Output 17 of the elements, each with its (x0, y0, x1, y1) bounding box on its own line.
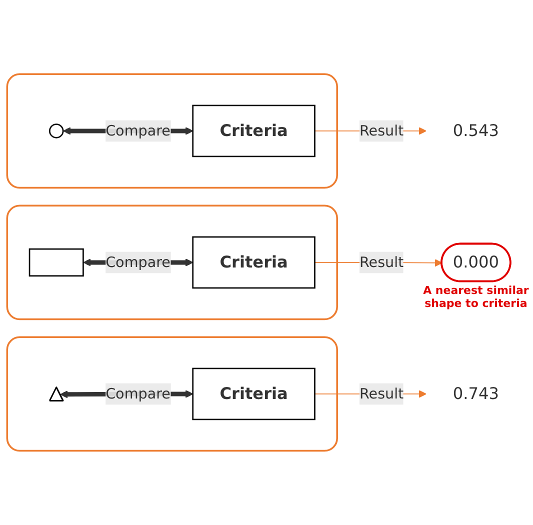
node-text: 0.743 (452, 384, 499, 404)
edge-label: Result (359, 122, 404, 140)
node-box: Criteria (192, 368, 316, 420)
node-text: 0.543 (452, 122, 499, 140)
edge-label: Compare (106, 254, 170, 271)
edge-label: Compare (106, 385, 170, 402)
node-box: Criteria (192, 104, 316, 158)
edge-label: Result (359, 254, 404, 271)
note-text: A nearest similar shape to criteria (422, 284, 530, 310)
node-circle (48, 124, 64, 138)
edge-label: Compare (106, 122, 170, 140)
cluster (6, 204, 338, 320)
cluster (6, 336, 338, 452)
edge-label: Result (359, 385, 404, 402)
node-box: Criteria (192, 236, 316, 289)
cluster (6, 73, 338, 189)
node-box (28, 248, 84, 277)
